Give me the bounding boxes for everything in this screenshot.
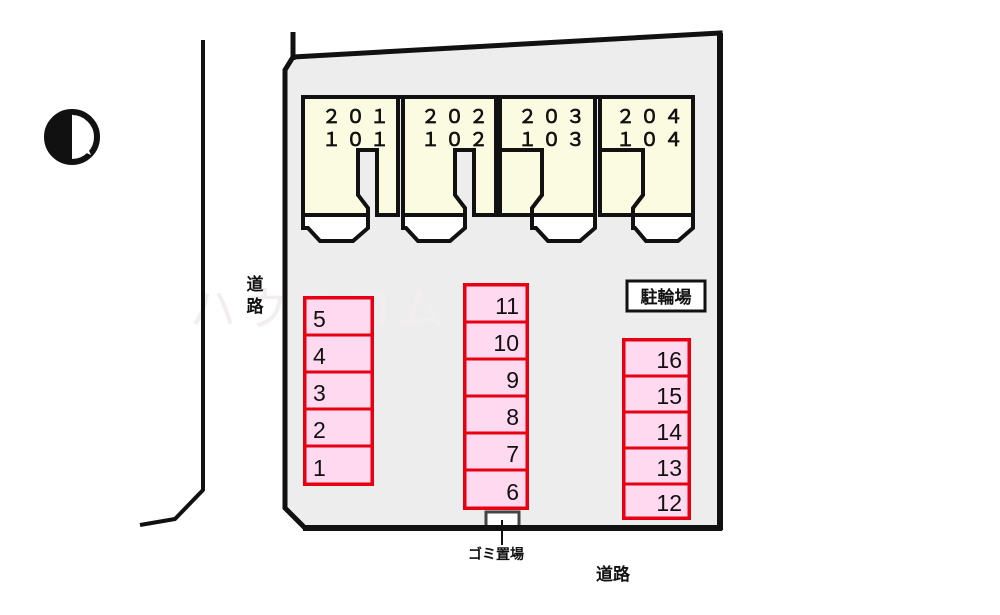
stall-label-10: 10 [493, 330, 519, 356]
unit-4-upper: ２０４ [616, 107, 688, 128]
parking-stall[interactable]: 10 [463, 320, 529, 361]
stall-label-4: 4 [313, 343, 326, 369]
stall-rect-1 [303, 444, 374, 486]
garbage-area-marker[interactable]: ゴミ置場 [468, 510, 524, 563]
parking-stall[interactable]: 15 [622, 374, 691, 414]
entry-porch-4 [631, 213, 695, 243]
parking-stall[interactable]: 2 [303, 407, 374, 448]
parking-stall[interactable]: 14 [622, 410, 691, 450]
parking-stall[interactable]: 7 [463, 431, 529, 472]
stall-label-9: 9 [506, 367, 519, 393]
stall-label-11: 11 [495, 293, 519, 319]
unit-2-lower: １０２ [421, 130, 493, 151]
road-west-label-char1: 道 [247, 274, 264, 295]
parking-stall[interactable]: 8 [463, 394, 529, 435]
unit-3-lower: １０３ [518, 130, 590, 151]
road-south-label: 道路 [596, 564, 631, 585]
parking-stall[interactable]: 9 [463, 357, 529, 398]
unit-3-upper: ２０３ [518, 107, 590, 128]
stall-rect-8 [463, 394, 529, 435]
stall-rect-12 [622, 482, 691, 520]
road-west-line [139, 40, 205, 527]
stall-label-16: 16 [656, 347, 682, 373]
stall-label-14: 14 [656, 419, 682, 445]
stall-label-5: 5 [313, 306, 326, 332]
stall-label-7: 7 [506, 441, 519, 467]
parking-stall[interactable]: 1 [303, 444, 374, 486]
parking-block-center: 11 10 9 8 7 6 [463, 283, 529, 510]
stall-rect-7 [463, 431, 529, 472]
stall-label-6: 6 [506, 479, 519, 505]
stall-label-1: 1 [313, 455, 326, 481]
unit-label-4: ２０４ １０４ [616, 107, 688, 151]
stall-label-15: 15 [656, 383, 682, 409]
parking-stall[interactable]: 12 [622, 482, 691, 520]
stall-rect-10 [463, 320, 529, 361]
unit-4-lower: １０４ [616, 130, 688, 151]
bicycle-parking-rect [625, 279, 707, 313]
stall-label-2: 2 [313, 417, 326, 443]
road-west-label: 道 路 [247, 274, 265, 317]
parking-stall[interactable]: 5 [303, 296, 374, 337]
entry-porch-1 [301, 213, 370, 243]
parking-block-east: 16 15 14 13 12 [622, 338, 691, 520]
stall-label-8: 8 [506, 404, 519, 430]
bicycle-parking-box[interactable]: 駐輪場 [625, 279, 707, 313]
north-arrow-icon [44, 109, 100, 165]
stall-rect-4 [303, 333, 374, 374]
stall-label-3: 3 [313, 380, 326, 406]
bicycle-parking-label: 駐輪場 [641, 287, 692, 308]
parking-stall[interactable]: 3 [303, 370, 374, 411]
stall-rect-2 [303, 407, 374, 448]
unit-2-upper: ２０２ [421, 107, 493, 128]
apartment-building: ２０１ １０１ ２０２ １０２ ２０３ １０３ ２０４ １０４ [301, 95, 695, 243]
unit-1-lower: １０１ [322, 130, 394, 151]
unit-1-upper: ２０１ [322, 107, 394, 128]
parking-stall[interactable]: 11 [463, 283, 529, 324]
parking-stall[interactable]: 13 [622, 446, 691, 486]
stall-label-13: 13 [656, 455, 682, 481]
unit-block-4-wing [598, 148, 645, 217]
unit-label-2: ２０２ １０２ [421, 107, 493, 151]
unit-block-3-wing [498, 148, 544, 217]
unit-label-3: ２０３ １０３ [518, 107, 590, 151]
parking-stall[interactable]: 4 [303, 333, 374, 374]
parking-block-west: 5 4 3 2 1 [303, 296, 374, 486]
unit-label-1: ２０１ １０１ [322, 107, 394, 151]
parking-stall[interactable]: 6 [463, 468, 529, 510]
stall-rect-13 [622, 446, 691, 486]
entry-porch-3 [530, 213, 597, 243]
garbage-area-label: ゴミ置場 [468, 546, 524, 563]
road-west-label-char2: 路 [247, 296, 265, 317]
stall-label-12: 12 [656, 490, 682, 516]
entry-porch-2 [401, 213, 467, 243]
stall-rect-9 [463, 357, 529, 398]
parking-stall[interactable]: 16 [622, 338, 691, 378]
stall-rect-6 [463, 468, 529, 510]
